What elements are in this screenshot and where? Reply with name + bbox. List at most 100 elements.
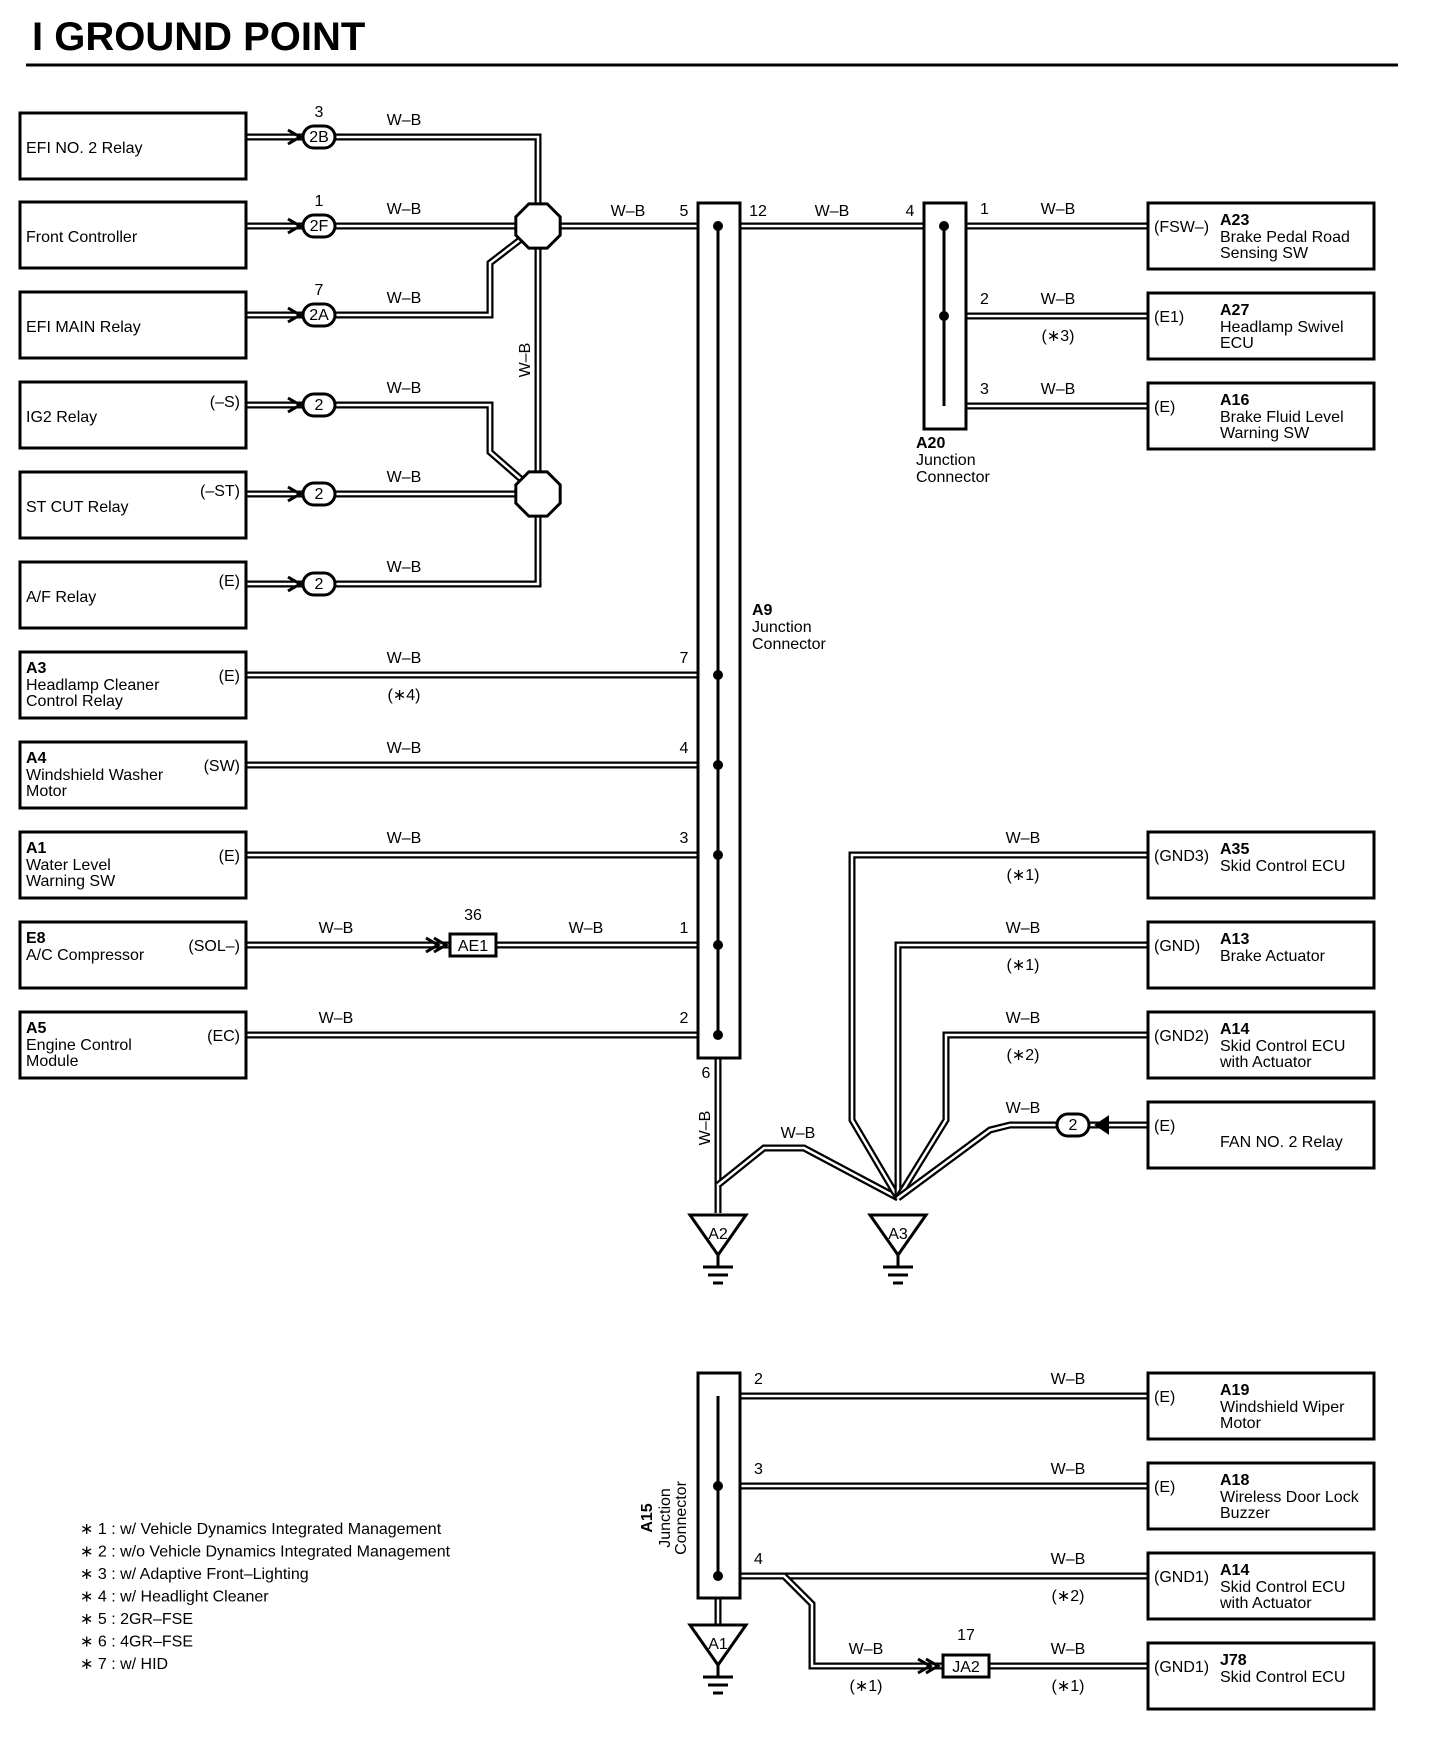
arrow-icon	[287, 128, 303, 146]
note-label: (∗4)	[388, 687, 421, 704]
wire-color-label: W–B	[569, 920, 604, 937]
splice-octagon	[514, 202, 562, 250]
wire-ig2-core	[246, 403, 539, 495]
splice-dot	[713, 850, 723, 860]
splice-dot	[713, 1030, 723, 1040]
footnote: ∗ 3 : w/ Adaptive Front–Lighting	[80, 1566, 309, 1583]
component-box	[18, 200, 248, 270]
wire-color-label: W–B	[1006, 830, 1041, 847]
component-name: Brake Fluid Level	[1220, 409, 1344, 426]
component-name: Module	[26, 1053, 79, 1070]
wire-color-label: W–B	[319, 1010, 354, 1027]
pin-label: (SW)	[204, 758, 240, 775]
wire-color-label: W–B	[387, 559, 422, 576]
component-box	[18, 380, 248, 450]
jc-pin: 7	[680, 650, 689, 667]
connector-oval	[1055, 1112, 1091, 1138]
wire-color-label: W–B	[815, 203, 850, 220]
wire-gnd	[894, 941, 1148, 1198]
arrow-icon	[917, 1657, 933, 1675]
jc-pin: 4	[680, 740, 689, 757]
component-name: with Actuator	[1219, 1054, 1312, 1071]
a20-id: A20	[916, 435, 945, 452]
wire-color-label: W–B	[387, 650, 422, 667]
wire-gnd2-core	[896, 1033, 1148, 1199]
ground-label: A1	[708, 1636, 728, 1653]
connector-pin: 36	[464, 907, 482, 924]
pin-label: (FSW–)	[1154, 219, 1209, 236]
wire-af-core	[246, 494, 540, 586]
connector-oval	[301, 124, 337, 150]
component-name: Headlamp Swivel	[1220, 319, 1344, 336]
component-id: A35	[1220, 841, 1249, 858]
footnote: ∗ 1 : w/ Vehicle Dynamics Integrated Man…	[80, 1521, 442, 1538]
connector-oval-label: 2	[1069, 1117, 1078, 1134]
component-name: Water Level	[26, 857, 111, 874]
component-id: J78	[1220, 1652, 1247, 1669]
a9-id: A9	[752, 602, 773, 619]
wire-color-label: W–B	[1006, 1100, 1041, 1117]
component-name: ECU	[1220, 335, 1254, 352]
jc-pin: 3	[754, 1461, 763, 1478]
component-name: Skid Control ECU	[1220, 1579, 1345, 1596]
a20-name: Connector	[916, 469, 990, 486]
pin-label: (GND3)	[1154, 848, 1209, 865]
connector-ja2-label: JA2	[952, 1659, 980, 1676]
pin-label: (SOL–)	[188, 938, 240, 955]
jc-pin: 2	[680, 1010, 689, 1027]
jc-pin: 1	[680, 920, 689, 937]
component-box	[18, 1010, 248, 1080]
splice-dot	[713, 670, 723, 680]
component-name: IG2 Relay	[26, 409, 97, 426]
component-name: Motor	[26, 783, 68, 800]
component-id: A5	[26, 1020, 47, 1037]
jc-pin: 2	[980, 291, 989, 308]
component-name: Skid Control ECU	[1220, 1669, 1345, 1686]
page-title: I GROUND POINT	[32, 15, 365, 59]
wire-color-label: W–B	[387, 830, 422, 847]
a9-name: Junction	[752, 619, 812, 636]
component-id: A23	[1220, 212, 1249, 229]
wire-color-label: W–B	[781, 1125, 816, 1142]
component-id: A13	[1220, 931, 1249, 948]
pin-label: (E1)	[1154, 309, 1184, 326]
splice-dot	[939, 311, 949, 321]
connector-oval	[301, 571, 337, 597]
component-name: Wireless Door Lock	[1220, 1489, 1360, 1506]
pin-label: (GND1)	[1154, 1659, 1209, 1676]
wire-gnd3-core	[850, 853, 1148, 1199]
wire-efi-main-core	[246, 225, 539, 317]
connector-oval-label: 2F	[310, 218, 329, 235]
pin-label: (GND1)	[1154, 1569, 1209, 1586]
component-name: Warning SW	[26, 873, 116, 890]
pin-label: (E)	[219, 848, 240, 865]
ground-icon-a1	[687, 1623, 749, 1668]
wire-color-label: W–B	[387, 112, 422, 129]
wire-color-label: W–B	[387, 201, 422, 218]
a9-name: Connector	[752, 636, 826, 653]
footnote: ∗ 4 : w/ Headlight Cleaner	[80, 1589, 269, 1606]
jc-pin: 1	[980, 201, 989, 218]
ground-icon-a2	[687, 1213, 749, 1258]
connector-oval	[301, 481, 337, 507]
wire-color-label: W–B	[319, 920, 354, 937]
a15-name: Junction	[657, 1488, 674, 1548]
connector-ae1-label: AE1	[458, 938, 488, 955]
note-label: (∗2)	[1052, 1588, 1085, 1605]
component-id: A19	[1220, 1382, 1249, 1399]
note-label: (∗1)	[1052, 1678, 1085, 1695]
component-box	[1146, 1461, 1376, 1531]
component-box	[18, 740, 248, 810]
wire-color-label: W–B	[387, 740, 422, 757]
component-id: A3	[26, 660, 47, 677]
wire-color-label: W–B	[517, 343, 534, 378]
connector-oval	[301, 392, 337, 418]
wire-color-label: W–B	[387, 290, 422, 307]
jc-pin: 3	[980, 381, 989, 398]
component-box	[1146, 920, 1376, 990]
note-label: (∗1)	[850, 1678, 883, 1695]
arrow-icon	[287, 217, 303, 235]
ground-label: A3	[888, 1226, 908, 1243]
